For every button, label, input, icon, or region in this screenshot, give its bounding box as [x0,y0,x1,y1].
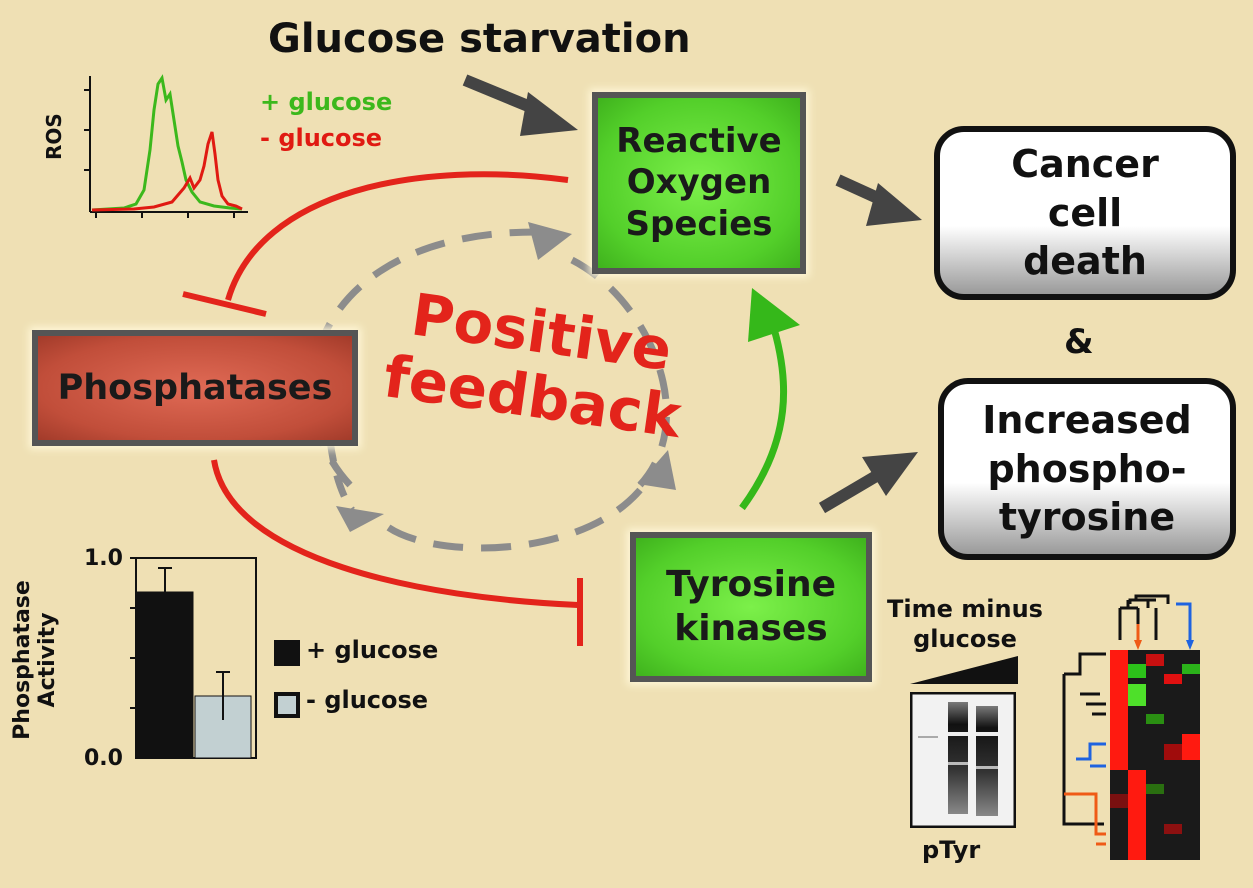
feedback-arrowhead-up [528,222,572,260]
ros-histogram-plot [84,74,248,218]
phosphatase-y-label: Phosphatase Activity [10,580,61,740]
arrow-tk-to-ros-head [748,288,800,342]
inhibit-ros-to-phosphatases [225,171,569,301]
bar-plus-glucose [136,591,194,759]
phosphatases-node: Phosphatases [32,330,358,446]
tyrosine-kinases-node: Tyrosine kinases [630,532,872,682]
feedback-loop-upper [308,228,541,488]
ros-y-label: ROS [42,113,66,160]
phosphatase-ytick-top: 1.0 [84,546,123,571]
ros-curve-minus-glucose [91,131,243,212]
ros-legend-minus-glucose: - glucose [260,124,383,152]
phosphatase-bars-svg [130,557,257,759]
increased-phosphotyrosine-node: Increased phospho- tyrosine [938,378,1236,560]
arrow-starvation-to-ros-head [520,92,578,136]
arrow-tk-to-ptyr [818,469,882,514]
ros-curve-plus-glucose [91,74,243,212]
heatmap-grid [1110,650,1200,860]
stimulus-title: Glucose starvation [268,16,691,62]
blue-marker-icon [1186,640,1194,650]
phosphatase-ytick-bottom: 0.0 [84,746,123,771]
ampersand-connector: & [1064,322,1094,362]
legend-swatch-minus-glucose [274,692,300,718]
inhibit-ros-to-phosphatases-bar [182,291,267,317]
feedback-arrowhead-down [336,506,384,532]
arrow-tk-to-ptyr-head [862,452,918,496]
feedback-arrowhead-right [638,450,676,490]
feedback-loop-lower [382,487,643,552]
blot-title: Time minus glucose [887,595,1043,653]
column-dendrogram [1118,594,1192,640]
cancer-cell-death-node: Cancer cell death [934,126,1236,300]
phosphatase-activity-chart: Phosphatase Activity 1.0 0.0 + glucose -… [10,540,450,790]
orange-marker-icon [1134,640,1142,650]
time-gradient-wedge [910,656,1018,684]
heatmap-inset [1062,594,1200,860]
row-dendrogram [1062,652,1106,846]
arrow-ros-to-death-head [866,183,922,226]
ros-histogram-inset: ROS + glucose - glucose [42,70,394,230]
arrow-tk-to-ros [739,320,788,511]
legend-label-minus-glucose: - glucose [306,686,429,714]
blot-image [910,692,1016,828]
ros-legend-plus-glucose: + glucose [260,88,393,116]
legend-swatch-plus-glucose [274,640,300,666]
feedback-loop-left [326,439,355,513]
legend-label-plus-glucose: + glucose [306,636,439,664]
blot-label: pTyr [922,836,981,864]
western-blot-inset: Time minus glucose pTyr [880,594,1060,874]
ros-node: Reactive Oxygen Species [592,92,806,274]
inhibit-phosphatases-to-tk [211,459,579,608]
